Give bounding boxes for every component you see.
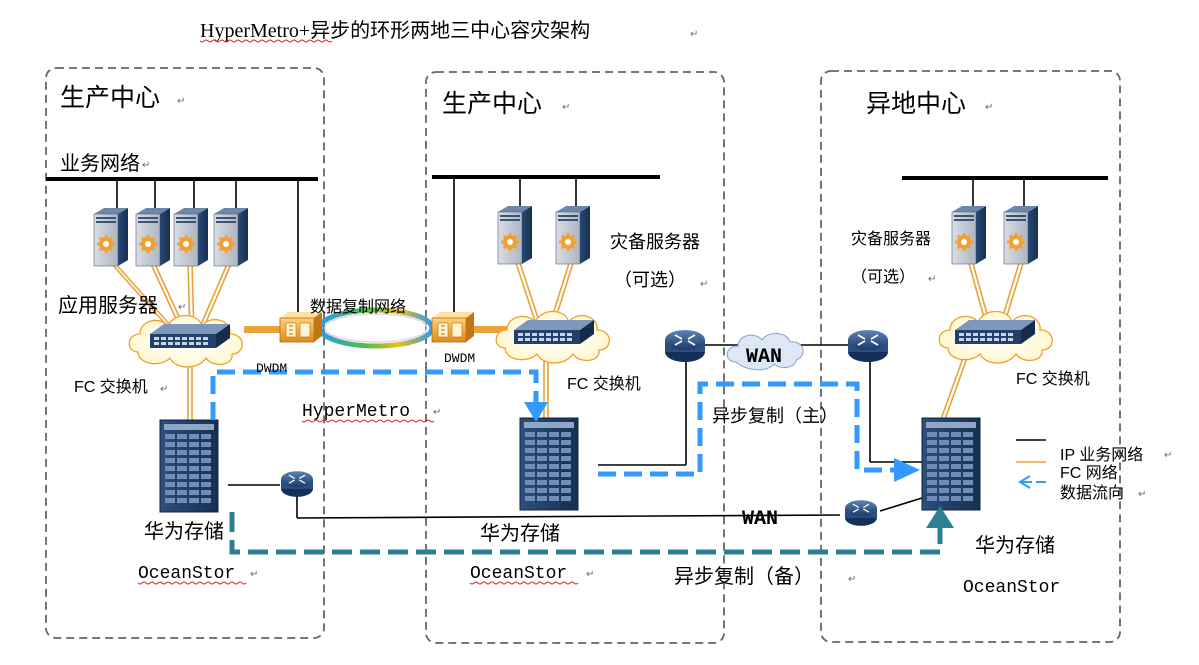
async-backup-flow — [229, 512, 943, 555]
server-icon — [1002, 204, 1040, 266]
router-icon — [847, 329, 889, 363]
title-return-mark: ↵ — [690, 29, 698, 40]
dwdm-fc-link-left — [244, 326, 282, 333]
wan-label-bottom: WAN — [742, 508, 778, 531]
oceanstor-mark-1: ↵ — [250, 569, 258, 580]
business-network-label: 业务网络 — [60, 152, 140, 175]
server-icon — [950, 204, 988, 266]
storage-label-2: 华为存储 — [480, 522, 560, 545]
fc-switch-icon — [955, 320, 1035, 344]
site-box-remote — [820, 70, 1121, 643]
server-icon — [496, 204, 534, 266]
storage-label-1: 华为存储 — [144, 520, 224, 543]
site-title-2: 生产中心 — [442, 90, 542, 118]
wan-cloud-icon — [726, 333, 804, 371]
async-backup-label: 异步复制（备） — [674, 565, 814, 588]
legend-flow-mark: ↵ — [1138, 489, 1146, 500]
async-primary-label: 异步复制（主） — [712, 406, 838, 426]
async-primary-flow — [598, 381, 896, 477]
diagram-title: HyperMetro+异步的环形两地三中心容灾架构 — [200, 19, 590, 42]
fc-switch-mark-1: ↵ — [160, 384, 168, 395]
oceanstor-label-2: OceanStor — [470, 564, 567, 584]
server-icon — [172, 206, 210, 268]
dr-servers-label-2: 灾备服务器 — [610, 232, 700, 252]
storage-icon — [519, 417, 579, 511]
dwdm-icon — [279, 311, 323, 343]
site-title-3: 异地中心 — [866, 90, 966, 118]
fc-switch-label-2: FC 交换机 — [567, 375, 641, 393]
async-primary-arrowhead — [894, 458, 920, 482]
oceanstor-underline-2 — [469, 581, 579, 585]
site-title-1-mark: ↵ — [177, 96, 185, 107]
optional-mark-2: ↵ — [700, 279, 708, 290]
hypermetro-label: HyperMetro — [302, 402, 410, 422]
fc-switch-icon — [514, 320, 594, 344]
legend-fc-label: FC 网络 — [1060, 463, 1118, 482]
dwdm-fc-link-right — [474, 326, 512, 333]
hypermetro-arrowhead — [524, 402, 548, 422]
wan-label-top: WAN — [746, 346, 782, 369]
storage-label-3: 华为存储 — [975, 534, 1055, 557]
optional-label-2: （可选） — [614, 270, 686, 290]
optional-label-3: （可选） — [851, 268, 915, 286]
business-network-mark: ↵ — [142, 160, 150, 171]
server-icon — [134, 206, 172, 268]
app-servers-label: 应用服务器 — [58, 294, 158, 317]
legend-flow-swatch — [1018, 475, 1046, 489]
oceanstor-underline-1 — [137, 581, 247, 585]
legend-ip-mark: ↵ — [1164, 450, 1172, 461]
fc-switch-label-1: FC 交换机 — [74, 378, 148, 396]
router-icon — [664, 329, 706, 363]
async-backup-mark: ↵ — [848, 574, 856, 585]
server-icon — [92, 206, 130, 268]
hypermetro-spellcheck-underline — [301, 419, 435, 423]
title-spellcheck-underline — [199, 39, 333, 43]
router-icon — [280, 470, 314, 498]
site-title-3-mark: ↵ — [985, 102, 993, 113]
dwdm-label-right: DWDM — [444, 351, 475, 366]
site-title-1: 生产中心 — [60, 84, 160, 112]
site-box-production-1 — [45, 67, 325, 639]
server-icon — [212, 206, 250, 268]
legend-flow-label: 数据流向 — [1060, 484, 1124, 502]
storage-icon — [921, 417, 981, 511]
optional-mark-3: ↵ — [928, 274, 936, 285]
data-replication-network-label: 数据复制网络 — [310, 297, 406, 316]
dr-servers-label-3: 灾备服务器 — [851, 230, 931, 248]
dwdm-icon — [431, 311, 475, 343]
fc-switch-label-3: FC 交换机 — [1016, 370, 1090, 388]
server-icon — [554, 204, 592, 266]
legend: IP 业务网络 ↵ FC 网络 数据流向 ↵ — [1016, 439, 1172, 502]
hypermetro-mark: ↵ — [433, 407, 441, 418]
fc-switch-icon — [150, 324, 230, 348]
storage-icon — [159, 419, 219, 513]
async-backup-arrowhead — [926, 506, 954, 528]
site-title-2-mark: ↵ — [562, 102, 570, 113]
oceanstor-label-3: OceanStor — [963, 578, 1060, 598]
replication-ring-inner — [324, 313, 428, 343]
oceanstor-mark-2: ↵ — [586, 569, 594, 580]
hypermetro-flow — [210, 369, 539, 420]
dwdm-label-left: DWDM — [256, 361, 287, 376]
router-icon — [844, 499, 878, 527]
oceanstor-label-1: OceanStor — [138, 564, 235, 584]
app-servers-mark: ↵ — [178, 302, 186, 313]
legend-ip-label: IP 业务网络 — [1060, 445, 1143, 464]
